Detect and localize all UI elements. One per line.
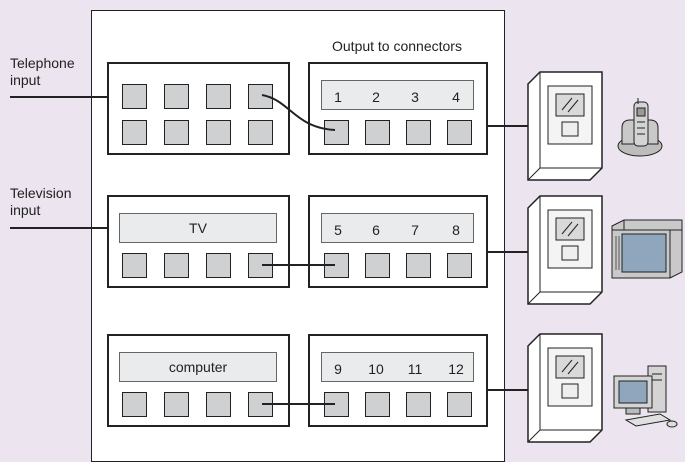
number-strip <box>321 352 474 382</box>
output-number: 2 <box>372 89 380 105</box>
output-number: 10 <box>368 361 384 377</box>
television-input-label: Television input <box>10 185 72 218</box>
output-number: 7 <box>411 222 419 238</box>
output-number: 3 <box>411 89 419 105</box>
port[interactable] <box>447 392 472 417</box>
output-number: 5 <box>334 222 342 238</box>
port[interactable] <box>406 392 431 417</box>
port[interactable] <box>122 84 147 109</box>
telephone-patch-cable <box>261 94 336 131</box>
port[interactable] <box>406 253 431 278</box>
port[interactable] <box>122 392 147 417</box>
desktop-computer-icon <box>613 365 678 428</box>
port[interactable] <box>365 392 390 417</box>
computer-input-panel: computer <box>107 334 290 427</box>
port[interactable] <box>206 253 231 278</box>
port[interactable] <box>365 253 390 278</box>
tv-icon <box>611 219 683 279</box>
port[interactable] <box>164 84 189 109</box>
port[interactable] <box>206 120 231 145</box>
output-number: 12 <box>448 361 464 377</box>
computer-output-panel: 9 10 11 12 <box>308 334 488 427</box>
source-strip-tv: TV <box>119 213 277 243</box>
output-heading: Output to connectors <box>332 38 462 54</box>
output-number: 6 <box>372 222 380 238</box>
output-number: 4 <box>452 89 460 105</box>
port[interactable] <box>164 253 189 278</box>
telephone-input-label: Telephone input <box>10 55 75 88</box>
port[interactable] <box>365 120 390 145</box>
port[interactable] <box>122 253 147 278</box>
output-number: 1 <box>334 89 342 105</box>
port[interactable] <box>447 120 472 145</box>
structured-cabling-diagram: Output to connectors Telephone input Tel… <box>10 10 683 462</box>
number-strip <box>321 80 474 110</box>
port[interactable] <box>447 253 472 278</box>
port[interactable] <box>206 392 231 417</box>
connections-layer <box>10 71 683 443</box>
port[interactable] <box>206 84 231 109</box>
port[interactable] <box>122 120 147 145</box>
output-number: 9 <box>334 361 342 377</box>
source-strip-computer: computer <box>119 352 277 382</box>
wall-socket-icon <box>527 195 603 305</box>
television-input-panel: TV <box>107 195 290 288</box>
port[interactable] <box>164 120 189 145</box>
television-output-panel: 5 6 7 8 <box>308 195 488 288</box>
number-strip <box>321 213 474 243</box>
output-number: 11 <box>407 361 423 377</box>
port[interactable] <box>324 120 349 145</box>
telephone-input-panel <box>107 62 290 155</box>
port[interactable] <box>248 120 273 145</box>
port[interactable] <box>164 392 189 417</box>
cordless-phone-icon <box>617 98 663 157</box>
output-number: 8 <box>452 222 460 238</box>
wall-socket-icon <box>527 333 603 443</box>
port[interactable] <box>406 120 431 145</box>
telephone-output-panel: 1 2 3 4 <box>308 62 488 155</box>
wall-socket-icon <box>527 71 603 181</box>
